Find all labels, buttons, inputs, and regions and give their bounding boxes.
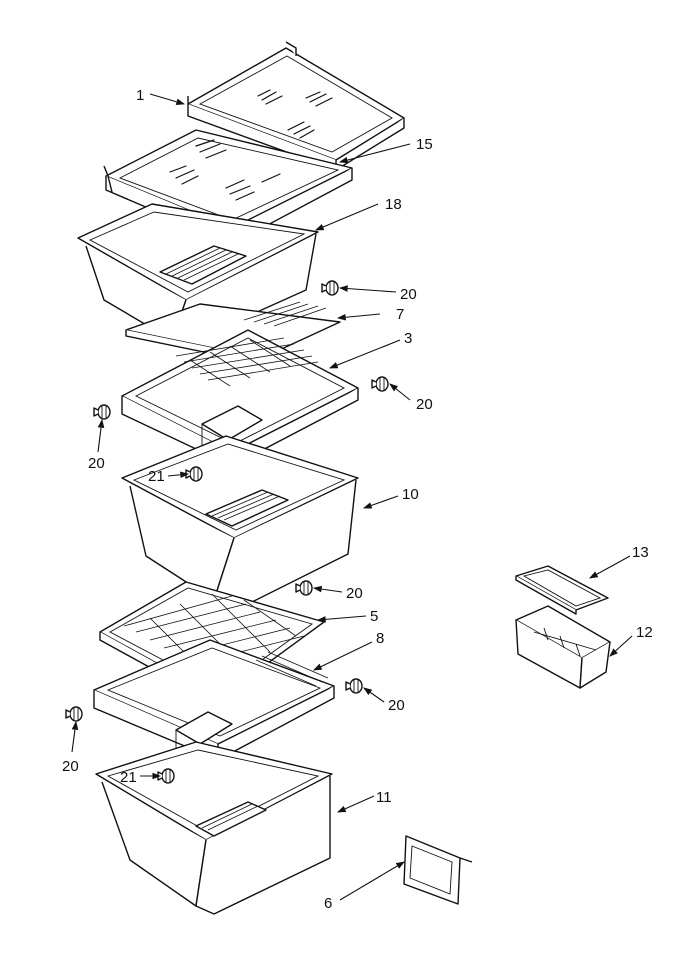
callout-5: 5	[370, 608, 378, 625]
clip-part-20	[371, 376, 389, 392]
callout-20: 20	[88, 455, 105, 472]
clip-part-20	[65, 706, 83, 722]
clip-part-20	[345, 678, 363, 694]
crisper-vent-grille	[159, 245, 247, 285]
callout-20: 20	[346, 585, 363, 602]
callout-20: 20	[416, 396, 433, 413]
leader-lines	[71, 93, 633, 901]
callout-20: 20	[400, 286, 417, 303]
callout-3: 3	[404, 330, 412, 347]
part-13-dairy-door-lid	[515, 565, 609, 615]
glass-glare-marks	[257, 89, 333, 139]
clip-part-20	[321, 280, 339, 296]
glass-glare-marks	[169, 139, 281, 201]
part-10-crisper-pan	[121, 435, 359, 611]
callout-21: 21	[148, 468, 165, 485]
callout-20: 20	[62, 758, 79, 775]
callout-11: 11	[376, 789, 392, 806]
crisper-vent-grille	[205, 489, 289, 527]
callout-13: 13	[632, 544, 649, 561]
crisper-cover-grid	[175, 337, 319, 387]
clip-part-20	[295, 580, 313, 596]
callout-18: 18	[385, 196, 402, 213]
callout-15: 15	[416, 136, 433, 153]
callout-21: 21	[120, 769, 137, 786]
callout-7: 7	[396, 306, 404, 323]
callout-12: 12	[636, 624, 653, 641]
callout-labels: 1 15 18 20 7 3 20 20 21 10 20 5 8 20 20 …	[62, 87, 653, 912]
callout-10: 10	[402, 486, 419, 503]
part-6-label-holder	[403, 835, 473, 905]
callout-1: 1	[136, 87, 144, 104]
callout-20: 20	[388, 697, 405, 714]
clip-part-20	[93, 404, 111, 420]
crisper-vent-grille	[195, 801, 267, 837]
part-11-crisper-pan	[95, 741, 333, 915]
part-12-dairy-bin	[515, 605, 611, 689]
callout-8: 8	[376, 630, 384, 647]
part-1-top-glass-shelf	[187, 41, 405, 171]
callout-6: 6	[324, 895, 332, 912]
part-8-crisper-cover-frame	[93, 639, 335, 765]
